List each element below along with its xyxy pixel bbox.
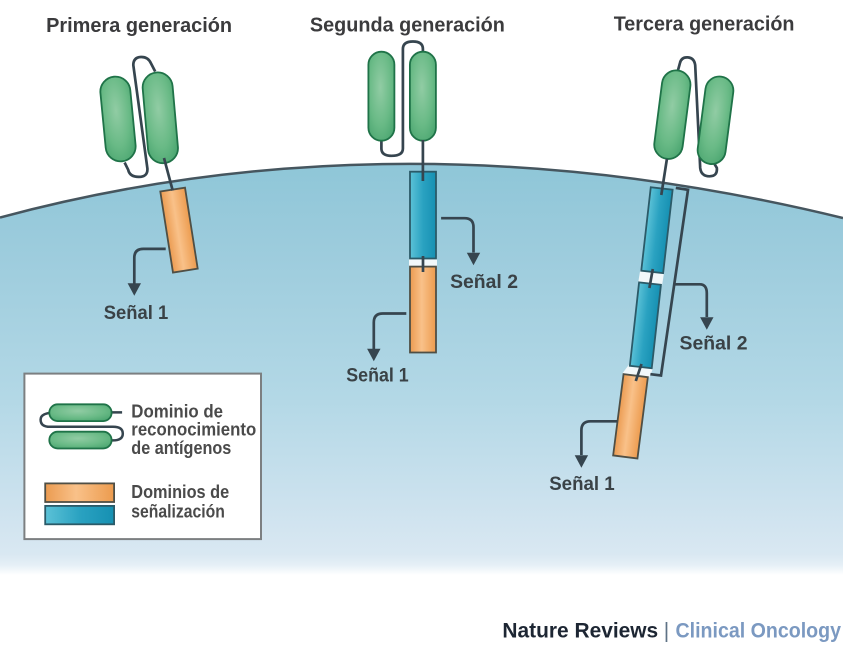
svg-text:Tercera generación: Tercera generación (614, 13, 795, 35)
svg-text:Señal 1: Señal 1 (549, 473, 615, 495)
svg-text:Dominios de: Dominios de (131, 482, 229, 502)
svg-text:Señal 2: Señal 2 (680, 333, 748, 355)
svg-text:Señal 2: Señal 2 (450, 271, 518, 293)
svg-text:Señal 1: Señal 1 (104, 302, 169, 324)
svg-text:Clinical Oncology: Clinical Oncology (676, 620, 842, 643)
svg-text:reconocimiento: reconocimiento (131, 420, 256, 440)
svg-text:Primera generación: Primera generación (46, 15, 232, 37)
svg-text:Segunda generación: Segunda generación (310, 15, 505, 37)
svg-text:Nature Reviews: Nature Reviews (502, 620, 658, 643)
svg-text:de antígenos: de antígenos (131, 438, 231, 458)
svg-text:señalización: señalización (131, 502, 225, 522)
svg-text:Señal 1: Señal 1 (346, 365, 409, 387)
svg-text:Dominio de: Dominio de (131, 401, 223, 421)
svg-text:|: | (664, 620, 669, 643)
